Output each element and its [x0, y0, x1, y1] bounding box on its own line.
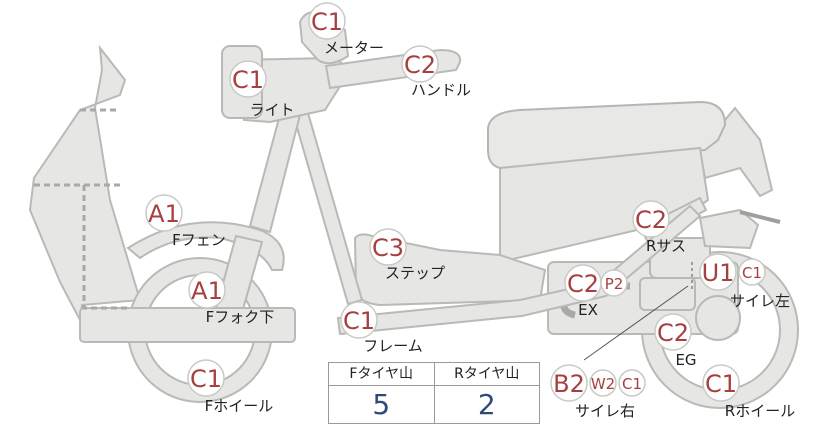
grade-badge-text: U1 — [702, 259, 735, 287]
label-handle: ハンドル — [411, 81, 471, 99]
grade-badge-side-right-1: W2 — [589, 369, 617, 397]
grade-badge-ex-1: P2 — [600, 269, 628, 297]
grade-badge-circle — [401, 45, 439, 83]
grade-badge-text: C3 — [372, 234, 404, 262]
panel-guide-lines — [34, 108, 130, 310]
label-r-wheel: Rホイール — [725, 402, 795, 420]
grade-badge-side-right-0: B2 — [550, 364, 588, 402]
grade-badge-text: C1 — [742, 264, 762, 282]
grade-badge-text: A1 — [148, 200, 180, 228]
label-frame: フレーム — [363, 337, 423, 355]
label-side-right: サイレ右 — [575, 402, 635, 420]
grade-badge-circle — [229, 60, 267, 98]
grade-badge-circle — [618, 369, 646, 397]
grade-badge-circle — [738, 258, 766, 286]
grade-badge-light-0: C1 — [229, 60, 267, 98]
front-fork-bottom — [79, 307, 296, 343]
tire-tread-table: Fタイヤ山 Rタイヤ山 5 2 — [328, 362, 540, 424]
grade-badge-text: C2 — [404, 51, 436, 79]
grade-badge-side-left-0: U1 — [699, 253, 737, 291]
label-eg: EG — [675, 351, 696, 369]
label-step: ステップ — [385, 264, 445, 282]
grade-badge-meter-0: C1 — [308, 2, 346, 40]
grade-badge-text: C1 — [705, 370, 737, 398]
grade-badge-circle — [187, 359, 225, 397]
grade-badge-circle — [632, 200, 670, 238]
grade-badge-circle — [550, 364, 588, 402]
grade-badge-text: C1 — [311, 8, 343, 36]
grade-badge-r-wheel-0: C1 — [702, 364, 740, 402]
label-r-sus: Rサス — [646, 237, 686, 255]
grade-badge-text: W2 — [591, 375, 615, 393]
grade-badge-circle — [654, 313, 692, 351]
grade-badge-text: C1 — [190, 365, 222, 393]
label-side-left: サイレ左 — [730, 292, 790, 310]
exhaust-muffler — [639, 277, 696, 311]
grade-badge-eg-0: C2 — [654, 313, 692, 351]
grade-badge-handle-0: C2 — [401, 45, 439, 83]
rear-carrier — [698, 208, 760, 250]
grade-badge-text: A1 — [191, 277, 223, 305]
grade-badge-ex-0: C2 — [564, 264, 602, 302]
frame-tube-down — [290, 104, 364, 306]
grade-badge-circle — [589, 369, 617, 397]
grade-badge-text: C1 — [622, 375, 642, 393]
grade-badge-circle — [699, 253, 737, 291]
grade-badge-text: C2 — [635, 206, 667, 234]
grade-badge-f-fender-0: A1 — [145, 194, 183, 232]
grade-badge-f-wheel-0: C1 — [187, 359, 225, 397]
grade-badge-text: C2 — [657, 319, 689, 347]
grade-badge-circle — [702, 364, 740, 402]
grade-badge-circle — [369, 228, 407, 266]
header-front-tire: Fタイヤ山 — [329, 363, 435, 385]
grade-badge-text: B2 — [553, 370, 585, 398]
rear-rack-bar — [739, 210, 781, 224]
grade-badge-circle — [340, 301, 378, 339]
grade-badge-side-right-2: C1 — [618, 369, 646, 397]
grade-badge-text: P2 — [605, 275, 624, 293]
grade-badge-r-sus-0: C2 — [632, 200, 670, 238]
header-rear-tire: Rタイヤ山 — [454, 366, 520, 382]
leader-line — [583, 285, 689, 361]
grade-badge-text: C2 — [567, 270, 599, 298]
grade-badge-circle — [600, 269, 628, 297]
grade-badge-circle — [188, 271, 226, 309]
grade-badge-circle — [308, 2, 346, 40]
label-light: ライト — [249, 101, 294, 119]
label-meter: メーター — [324, 39, 384, 57]
grade-badge-frame-0: C1 — [340, 301, 378, 339]
rear-hub — [695, 295, 741, 341]
label-f-wheel: Fホイール — [205, 397, 274, 415]
label-f-fender: Fフェン — [172, 231, 226, 249]
grade-badge-text: C1 — [232, 66, 264, 94]
part-labels: メーター ライト ハンドル Fフェン Fフォク下 Fホイール ステップ フレーム… — [172, 39, 795, 420]
front-fender — [126, 221, 285, 271]
value-front-tire: 5 — [329, 386, 435, 424]
grade-badge-text: C1 — [343, 307, 375, 335]
grade-badge-step-0: C3 — [369, 228, 407, 266]
grade-badge-f-fork-0: A1 — [188, 271, 226, 309]
label-f-fork: Fフォク下 — [206, 308, 275, 326]
label-ex: EX — [578, 301, 598, 319]
grade-badge-side-left-1: C1 — [738, 258, 766, 286]
grade-badge-circle — [145, 194, 183, 232]
value-rear-tire: 2 — [477, 388, 496, 421]
